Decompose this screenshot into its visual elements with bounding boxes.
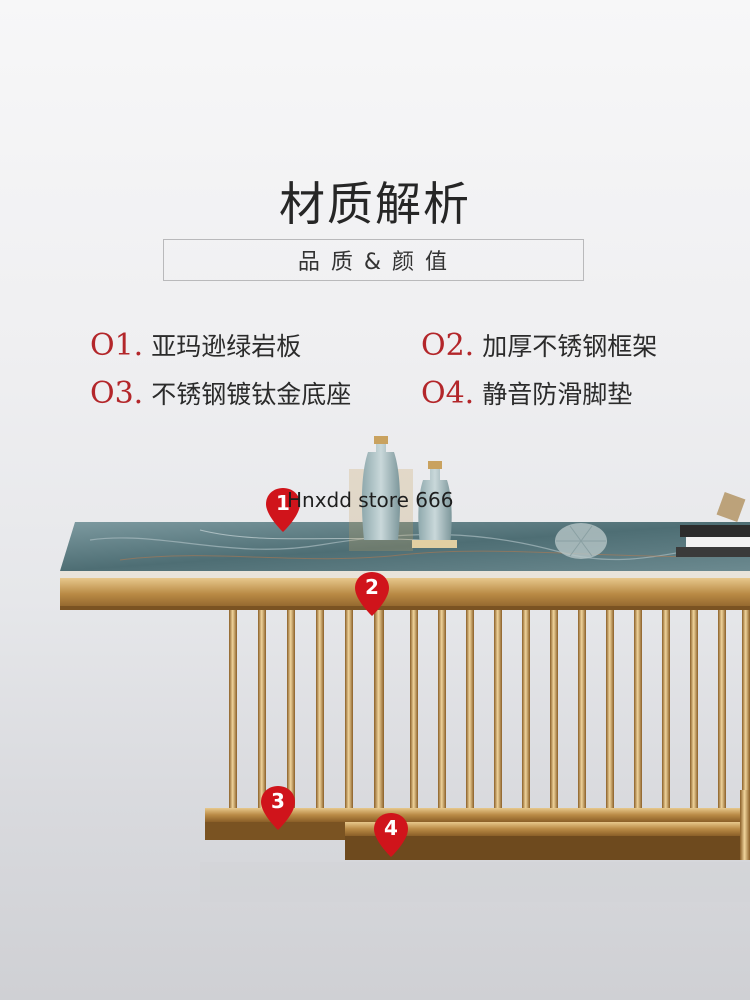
feature-number: O1. <box>90 328 144 363</box>
marker-label: 2 <box>365 575 379 599</box>
page-title: 材质解析 <box>279 177 471 231</box>
marker-label: 3 <box>271 789 285 813</box>
subtitle: 品 质 & 颜 值 <box>297 250 450 275</box>
subtitle-box: 品 质 & 颜 值 <box>163 239 584 281</box>
feature-label: 亚玛逊绿岩板 <box>151 332 302 361</box>
location-pin-icon-1: 1 <box>265 487 301 533</box>
feature-label: 静音防滑脚垫 <box>482 380 633 409</box>
marker-label: 4 <box>384 816 398 840</box>
feature-number: O2. <box>421 328 475 363</box>
feature-label: 加厚不锈钢框架 <box>482 332 658 361</box>
feature-number: O4. <box>421 376 475 411</box>
feature-number: O3. <box>90 376 144 411</box>
store-watermark: Hnxdd store 666 <box>287 488 454 512</box>
location-pin-icon-2: 2 <box>354 571 390 617</box>
location-pin-icon-3: 3 <box>260 785 296 831</box>
feature-item-3: O3. 不锈钢镀钛金底座 <box>90 375 351 411</box>
feature-label: 不锈钢镀钛金底座 <box>151 380 352 409</box>
feature-item-2: O2. 加厚不锈钢框架 <box>421 327 657 363</box>
feature-item-4: O4. 静音防滑脚垫 <box>421 375 632 411</box>
location-pin-icon-4: 4 <box>373 812 409 858</box>
marker-label: 1 <box>276 491 290 515</box>
feature-item-1: O1. 亚玛逊绿岩板 <box>90 327 301 363</box>
